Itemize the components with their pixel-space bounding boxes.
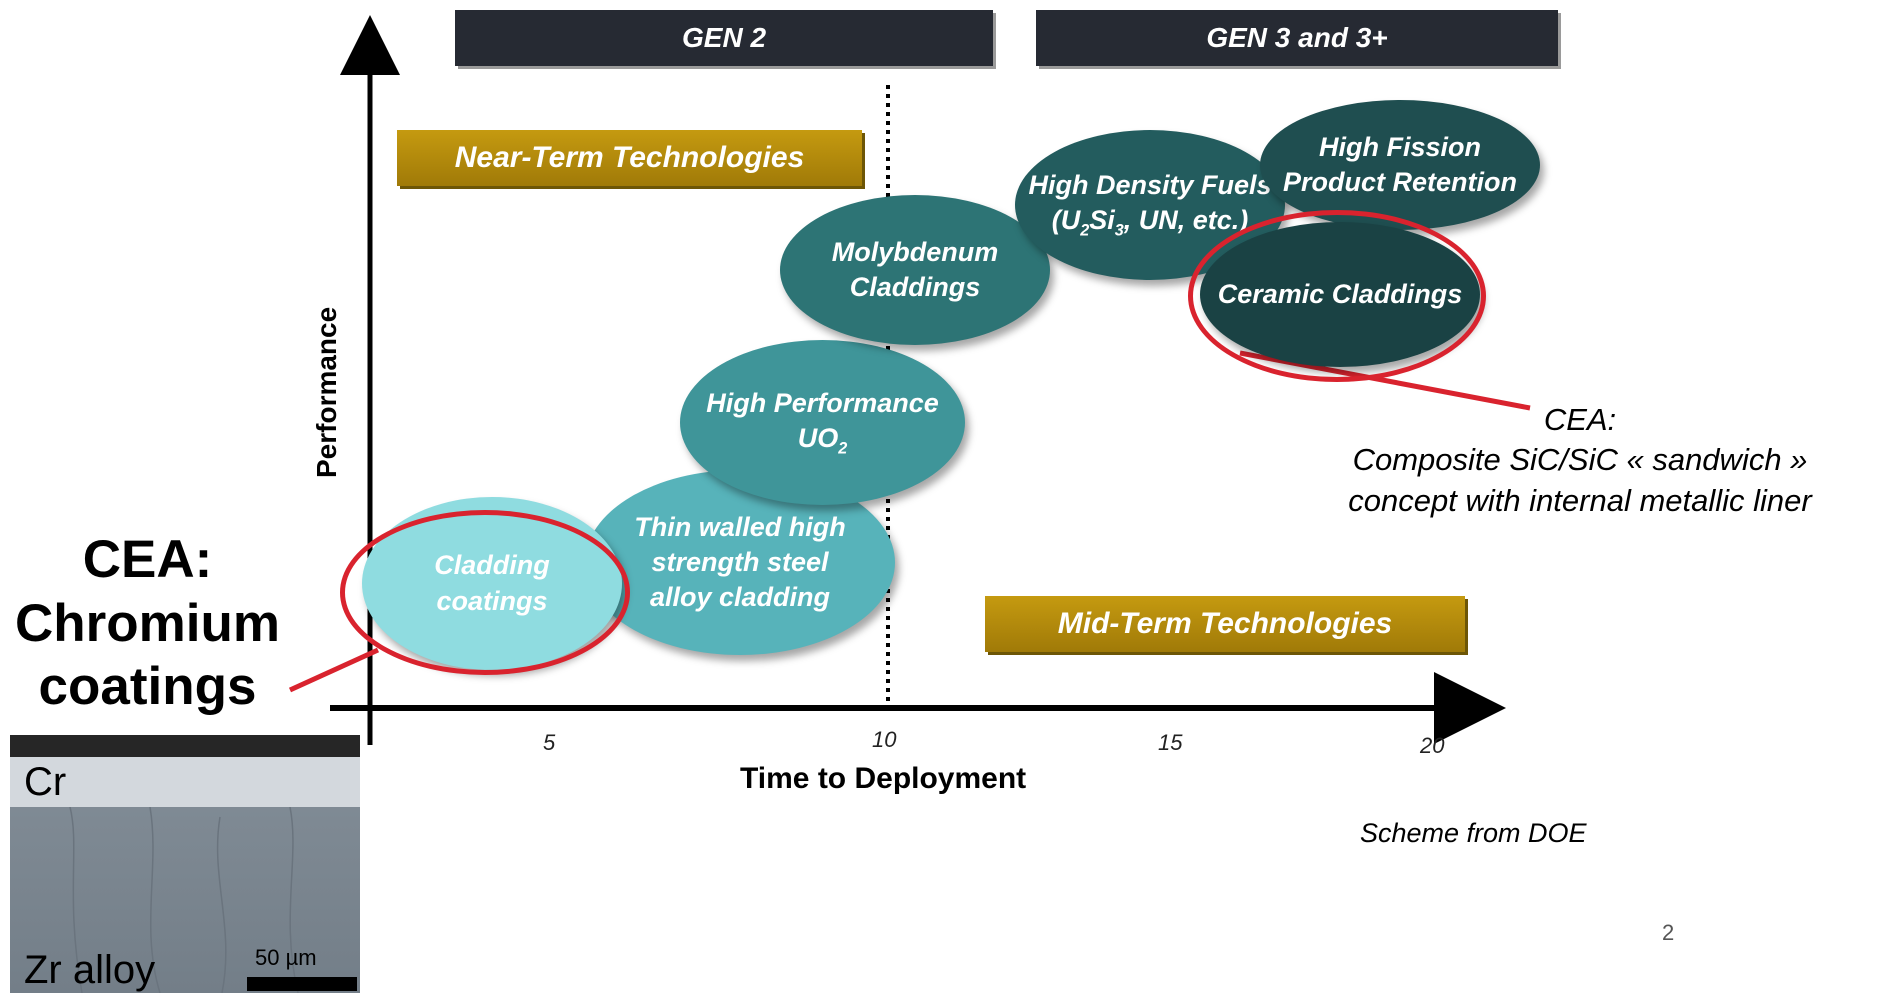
- mid-term-band: Mid-Term Technologies: [985, 596, 1465, 652]
- gen-2-bar: GEN 2: [455, 10, 993, 66]
- cr-label: Cr: [24, 760, 67, 804]
- near-term-band: Near-Term Technologies: [397, 130, 862, 186]
- x-tick-20: 20: [1420, 733, 1445, 758]
- cea-sic-annotation: CEA: Composite SiC/SiC « sandwich » conc…: [1348, 402, 1812, 518]
- micrograph-top-band: [10, 735, 360, 757]
- callout-line-left: [288, 647, 380, 693]
- x-tick-10: 10: [872, 727, 897, 752]
- x-tick-5: 5: [543, 730, 556, 755]
- micrograph-image: Cr Zr alloy 50 µm: [10, 735, 360, 993]
- x-axis-label: Time to Deployment: [740, 762, 1027, 795]
- grain-texture: [69, 807, 299, 993]
- zr-alloy-layer: [10, 807, 360, 993]
- page-number: 2: [1662, 920, 1675, 945]
- x-tick-15: 15: [1158, 730, 1183, 755]
- zr-alloy-label: Zr alloy: [24, 948, 156, 992]
- ceramic-claddings-highlight: [1188, 210, 1486, 382]
- cladding-coatings-highlight: [340, 510, 630, 675]
- gen-3-bar: GEN 3 and 3+: [1036, 10, 1558, 66]
- scale-bar-label: 50 µm: [255, 945, 317, 970]
- high-density-fuels-ellipse: High Density Fuels(U2Si3, UN, etc.): [1015, 130, 1285, 280]
- source-note: Scheme from DOE: [1360, 818, 1587, 848]
- cea-chromium-annotation: CEA: Chromium coatings: [15, 530, 280, 717]
- y-axis-label: Performance: [311, 306, 342, 478]
- chromium-layer: [10, 757, 360, 807]
- scale-bar: [247, 977, 357, 991]
